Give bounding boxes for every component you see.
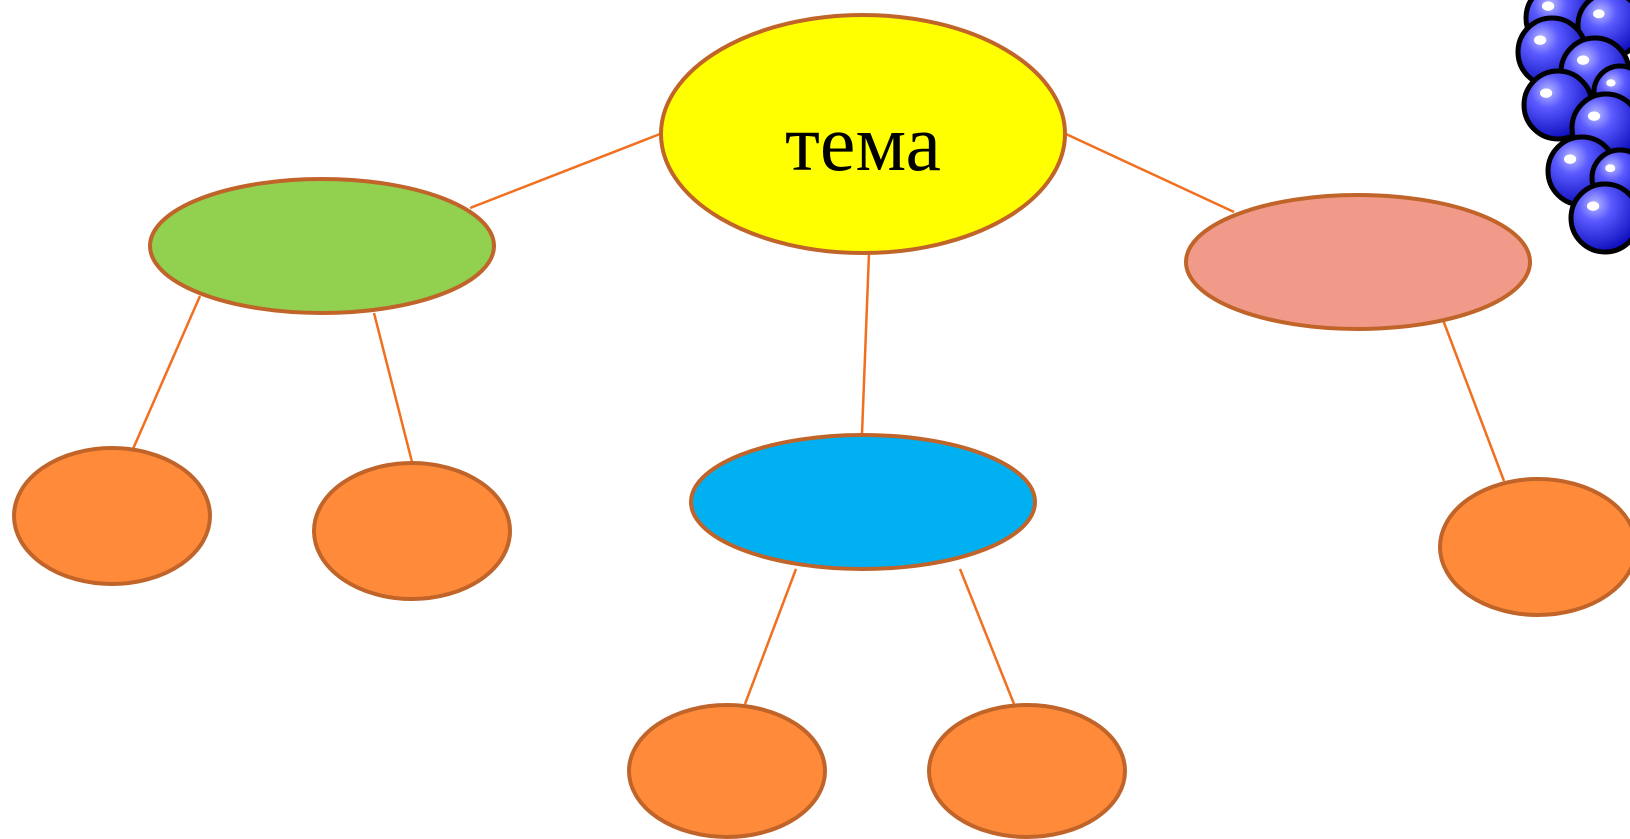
leaf-node-right	[1438, 477, 1630, 617]
grape-highlight	[1593, 9, 1605, 19]
connector-center-leaf1	[743, 568, 798, 705]
grape-highlight	[1541, 1, 1555, 11]
root-node-label: тема	[785, 100, 941, 188]
connector-root-center	[860, 252, 871, 435]
root-node: тема	[659, 13, 1067, 255]
grape-highlight	[1587, 111, 1601, 121]
leaf-node-center-2	[927, 703, 1127, 839]
connectors	[131, 132, 1506, 705]
grape-highlight	[1533, 35, 1547, 45]
connector-left-leaf1	[131, 295, 202, 450]
connector-root-right	[1065, 132, 1235, 214]
grape-highlight	[1563, 154, 1577, 164]
leaf-node-left-1	[12, 446, 212, 586]
leaf-node-left-2	[312, 461, 512, 601]
grapes-clipart-icon	[1515, 0, 1630, 255]
branch-node-center	[689, 433, 1037, 571]
connector-right-leaf	[1438, 311, 1506, 482]
grape-highlight	[1605, 164, 1616, 173]
connector-center-leaf2	[958, 568, 1016, 705]
grape-highlight	[1606, 79, 1616, 87]
grape-highlight	[1576, 55, 1590, 65]
grape-highlight	[1586, 201, 1600, 211]
connector-left-leaf2	[372, 312, 414, 463]
branch-node-right	[1184, 193, 1532, 331]
connector-root-left	[469, 132, 661, 210]
branch-node-left	[148, 177, 496, 315]
leaf-node-center-1	[627, 703, 827, 839]
grape-highlight	[1539, 88, 1553, 98]
